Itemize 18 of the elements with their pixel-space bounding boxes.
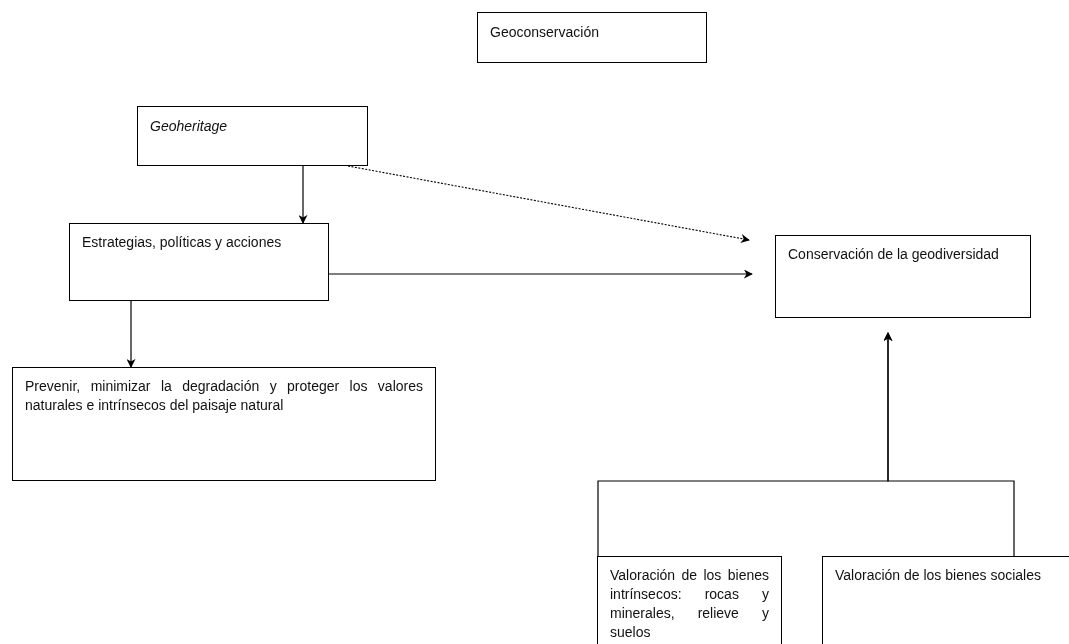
process-box bbox=[597, 556, 782, 644]
node-text: Valoración de los bienes intrínsecos: rocas y minerales, relieve y suelos bbox=[610, 566, 769, 642]
process-box bbox=[137, 106, 368, 166]
process-box bbox=[69, 223, 329, 301]
process-box bbox=[822, 556, 1069, 644]
process-box bbox=[12, 367, 436, 481]
node-text: Prevenir, minimizar la degradación y proteger los valores naturales e intrínsecos del paisaje natural bbox=[25, 377, 423, 415]
node-text: Valoración de los bienes sociales bbox=[835, 566, 1042, 585]
process-box bbox=[775, 235, 1031, 318]
arrow bbox=[328, 269, 753, 279]
arrow bbox=[298, 165, 308, 224]
arrow bbox=[126, 300, 136, 368]
node-text: Geoheritage bbox=[150, 117, 229, 136]
node-text: Conservación de la geodiversidad bbox=[788, 245, 1000, 264]
node-text: Geoconservación bbox=[490, 23, 600, 42]
node-text: Estrategias, políticas y acciones bbox=[82, 233, 283, 252]
arrow bbox=[883, 332, 1015, 557]
title-box bbox=[477, 12, 707, 63]
